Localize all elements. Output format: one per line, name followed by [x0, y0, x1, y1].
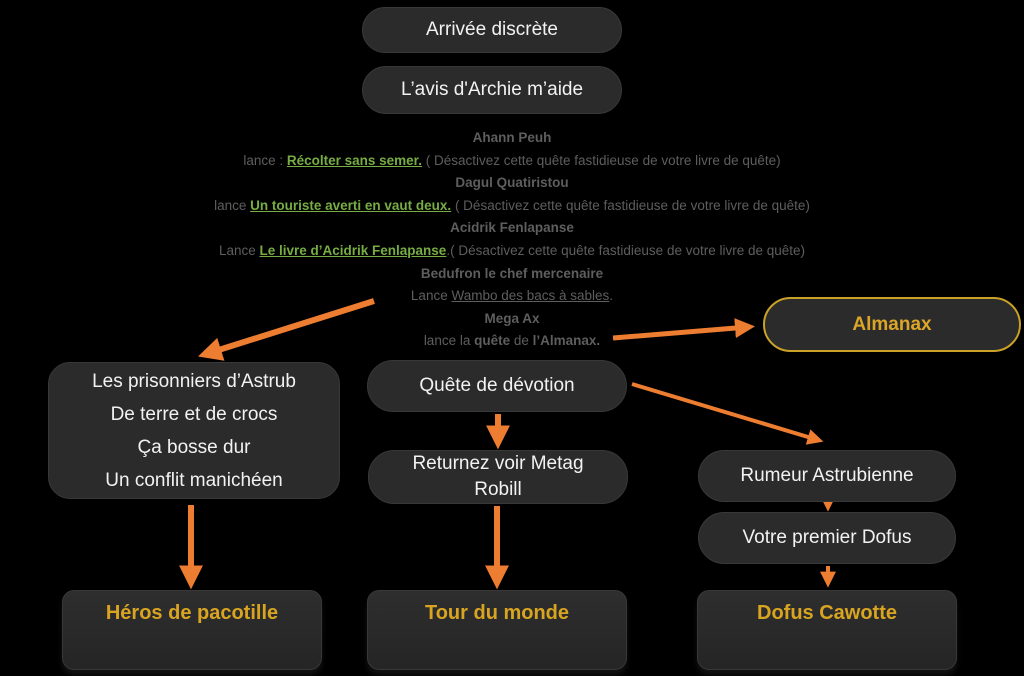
note-text: .( Désactivez cette quête fastidieuse de…	[446, 242, 806, 258]
quest-note-line: Mega Ax	[0, 308, 1024, 331]
node-label: Héros de pacotille	[105, 602, 279, 624]
quest-link[interactable]: Un touriste averti en vaut deux.	[250, 197, 452, 213]
quest-note-line: Dagul Quatiristou	[0, 172, 1024, 195]
note-text: ( Désactivez cette quête fastidieuse de …	[421, 152, 781, 168]
quest-link[interactable]: Récolter sans semer.	[286, 152, 422, 168]
note-text: lance	[214, 197, 251, 213]
node-label: Quête de dévotion	[419, 375, 575, 396]
note-text: Lance	[218, 242, 260, 258]
quest-link[interactable]: Le livre d’Acidrik Fenlapanse	[259, 242, 447, 258]
note-text: Bedufron le chef mercenaire	[420, 265, 604, 281]
node-prisonniers-astrub: Les prisonniers d’Astrub De terre et de …	[48, 362, 340, 499]
node-label: Arrivée discrète	[426, 19, 558, 40]
quest-note-line: lance la quête de l’Almanax.	[0, 330, 1024, 353]
node-arrivee-discrete: Arrivée discrète	[362, 7, 622, 53]
node-label: Dofus Cawotte	[757, 602, 897, 624]
node-heros-pacotille: Héros de pacotille	[62, 590, 322, 670]
note-text: Lance	[410, 288, 452, 304]
note-text: .	[609, 288, 614, 304]
quest-note-line: Bedufron le chef mercenaire	[0, 263, 1024, 286]
note-text: Dagul Quatiristou	[455, 175, 569, 191]
note-text: quête	[474, 333, 511, 349]
quest-note-line: lance : Récolter sans semer. ( Désactive…	[0, 150, 1024, 173]
note-text: lance :	[243, 152, 287, 168]
note-text: lance la	[423, 333, 475, 349]
note-text: Acidrik Fenlapanse	[450, 220, 574, 236]
node-line: Ça bosse dur	[137, 436, 251, 458]
quest-note-line: Ahann Peuh	[0, 127, 1024, 150]
node-line: Les prisonniers d’Astrub	[92, 370, 296, 392]
node-votre-premier-dofus: Votre premier Dofus	[698, 512, 956, 564]
node-dofus-cawotte: Dofus Cawotte	[697, 590, 957, 670]
node-label: Returnez voir Metag Robill	[412, 453, 584, 500]
quest-note-line: Acidrik Fenlapanse	[0, 217, 1024, 240]
quest-note-line: lance Un touriste averti en vaut deux. (…	[0, 195, 1024, 218]
node-label: Almanax	[852, 313, 932, 335]
node-label: L’avis d'Archie m’aide	[400, 79, 584, 100]
node-label: Rumeur Astrubienne	[740, 465, 914, 486]
node-avis-archie: L’avis d'Archie m’aide	[362, 66, 622, 114]
node-returnez-metag-robill: Returnez voir Metag Robill	[368, 450, 628, 504]
note-text: l’Almanax.	[532, 333, 601, 349]
node-label: Tour du monde	[424, 602, 570, 624]
node-line: De terre et de crocs	[110, 403, 278, 425]
quest-notes: Ahann Peuh lance : Récolter sans semer. (…	[0, 127, 1024, 353]
node-line: Un conflit manichéen	[105, 469, 283, 491]
note-text: ( Désactivez cette quête fastidieuse de …	[451, 197, 810, 213]
node-almanax: Almanax	[763, 297, 1021, 352]
node-rumeur-astrubienne: Rumeur Astrubienne	[698, 450, 956, 502]
node-label: Votre premier Dofus	[742, 527, 912, 548]
note-text: Wambo des bacs à sables	[451, 288, 610, 304]
note-text: Ahann Peuh	[472, 130, 552, 145]
node-tour-du-monde: Tour du monde	[367, 590, 627, 670]
node-quete-devotion: Quête de dévotion	[367, 360, 627, 412]
quest-note-line: Lance Le livre d’Acidrik Fenlapanse.( Dé…	[0, 240, 1024, 263]
note-text: Mega Ax	[484, 310, 540, 326]
note-text: de	[510, 333, 533, 349]
quest-note-line: Lance Wambo des bacs à sables.	[0, 285, 1024, 308]
arrow-devotion-to-rumeur	[631, 382, 824, 445]
